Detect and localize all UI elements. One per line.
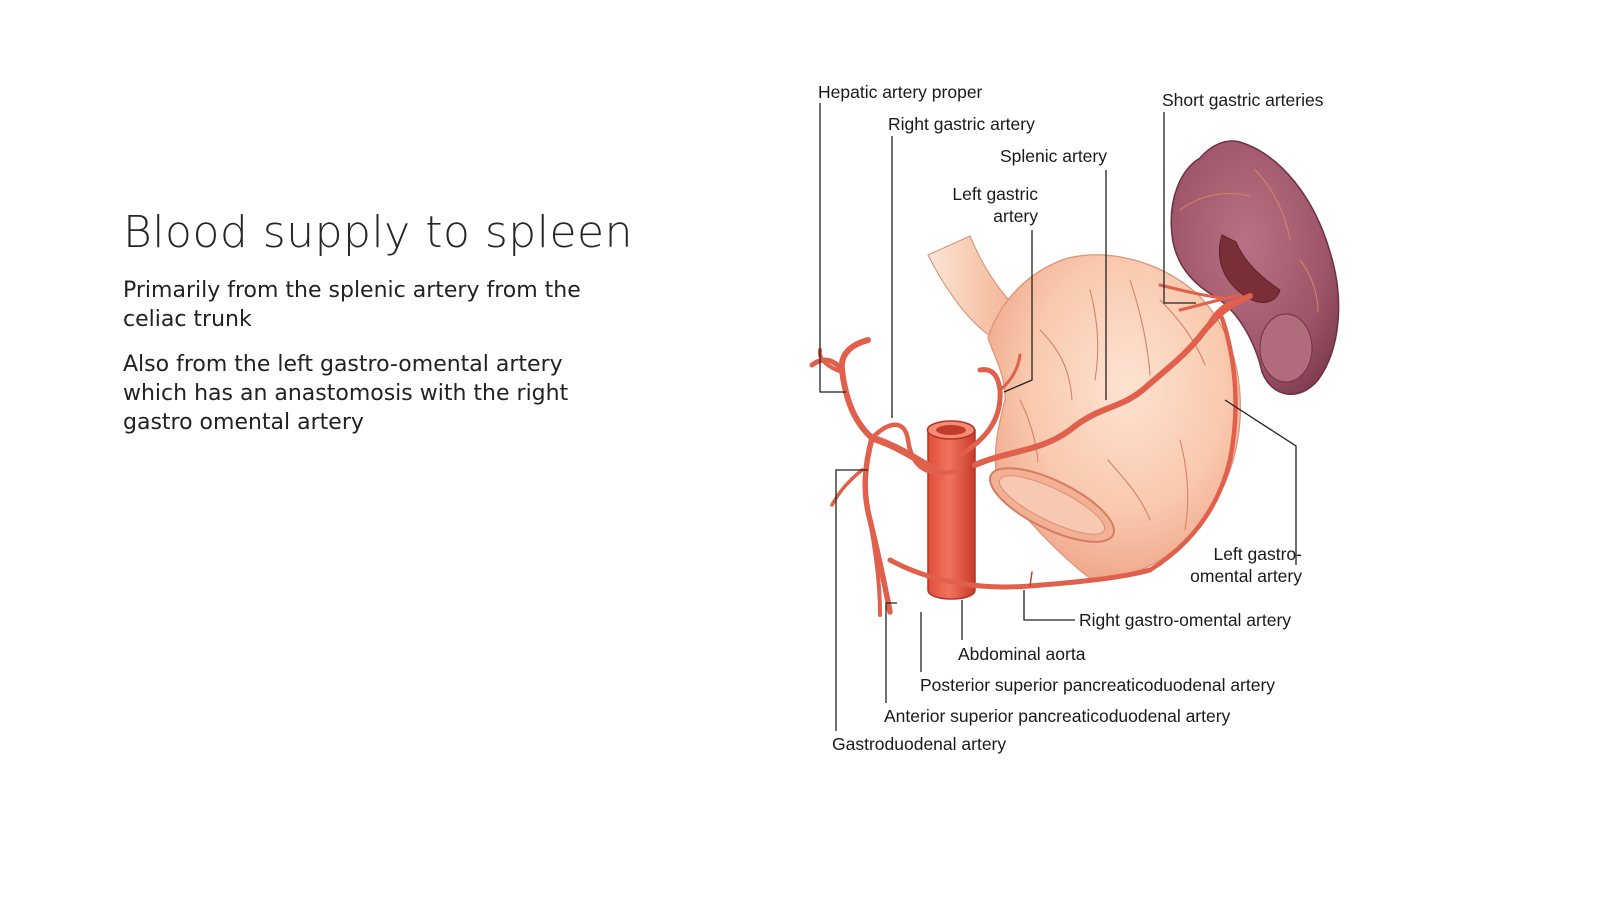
label-abdominal-aorta: Abdominal aorta (958, 644, 1086, 664)
label-splenic-artery: Splenic artery (1000, 146, 1107, 166)
bullet-item: Also from the left gastro-omental artery… (123, 352, 569, 435)
arteries (809, 283, 1253, 617)
label-left-gastric-artery-line1: Left gastric (952, 184, 1038, 204)
leader-left-gastric-artery (1003, 230, 1033, 393)
label-short-gastric-arteries: Short gastric arteries (1162, 90, 1324, 110)
leader-left-gastro-omental-artery (1224, 399, 1297, 565)
leader-gastroduodenal-artery (835, 469, 868, 731)
label-right-gastro-omental-artery: Right gastro-omental artery (1079, 610, 1291, 630)
label-right-gastric-artery: Right gastric artery (888, 114, 1035, 134)
label-left-gastric-artery-line2: artery (993, 206, 1038, 226)
spleen (1170, 140, 1340, 395)
label-anterior-superior-pancreaticoduodenal-artery: Anterior superior pancreaticoduodenal ar… (884, 706, 1231, 726)
diagram-labels: Hepatic artery proper Right gastric arte… (818, 82, 1324, 754)
slide-title: Blood supply to spleen (123, 207, 633, 258)
label-gastroduodenal-artery: Gastroduodenal artery (832, 734, 1006, 754)
label-hepatic-artery-proper: Hepatic artery proper (818, 82, 983, 102)
leader-right-gastro-omental-artery (1023, 590, 1075, 621)
leader-hepatic-artery-proper (819, 103, 846, 393)
bullet-item: Primarily from the splenic artery from t… (123, 278, 581, 332)
label-left-gastro-omental-artery-line1: Left gastro- (1213, 544, 1302, 564)
leader-short-gastric-arteries (1163, 112, 1196, 304)
label-posterior-superior-pancreaticoduodenal-artery: Posterior superior pancreaticoduodenal a… (920, 675, 1275, 695)
label-left-gastro-omental-artery-line2: omental artery (1190, 566, 1302, 586)
leader-lines (819, 103, 1297, 731)
leader-anterior-superior-pancreaticoduodenal (885, 602, 897, 703)
stomach (987, 254, 1242, 580)
bullet-list: Primarily from the splenic artery from t… (123, 276, 623, 453)
